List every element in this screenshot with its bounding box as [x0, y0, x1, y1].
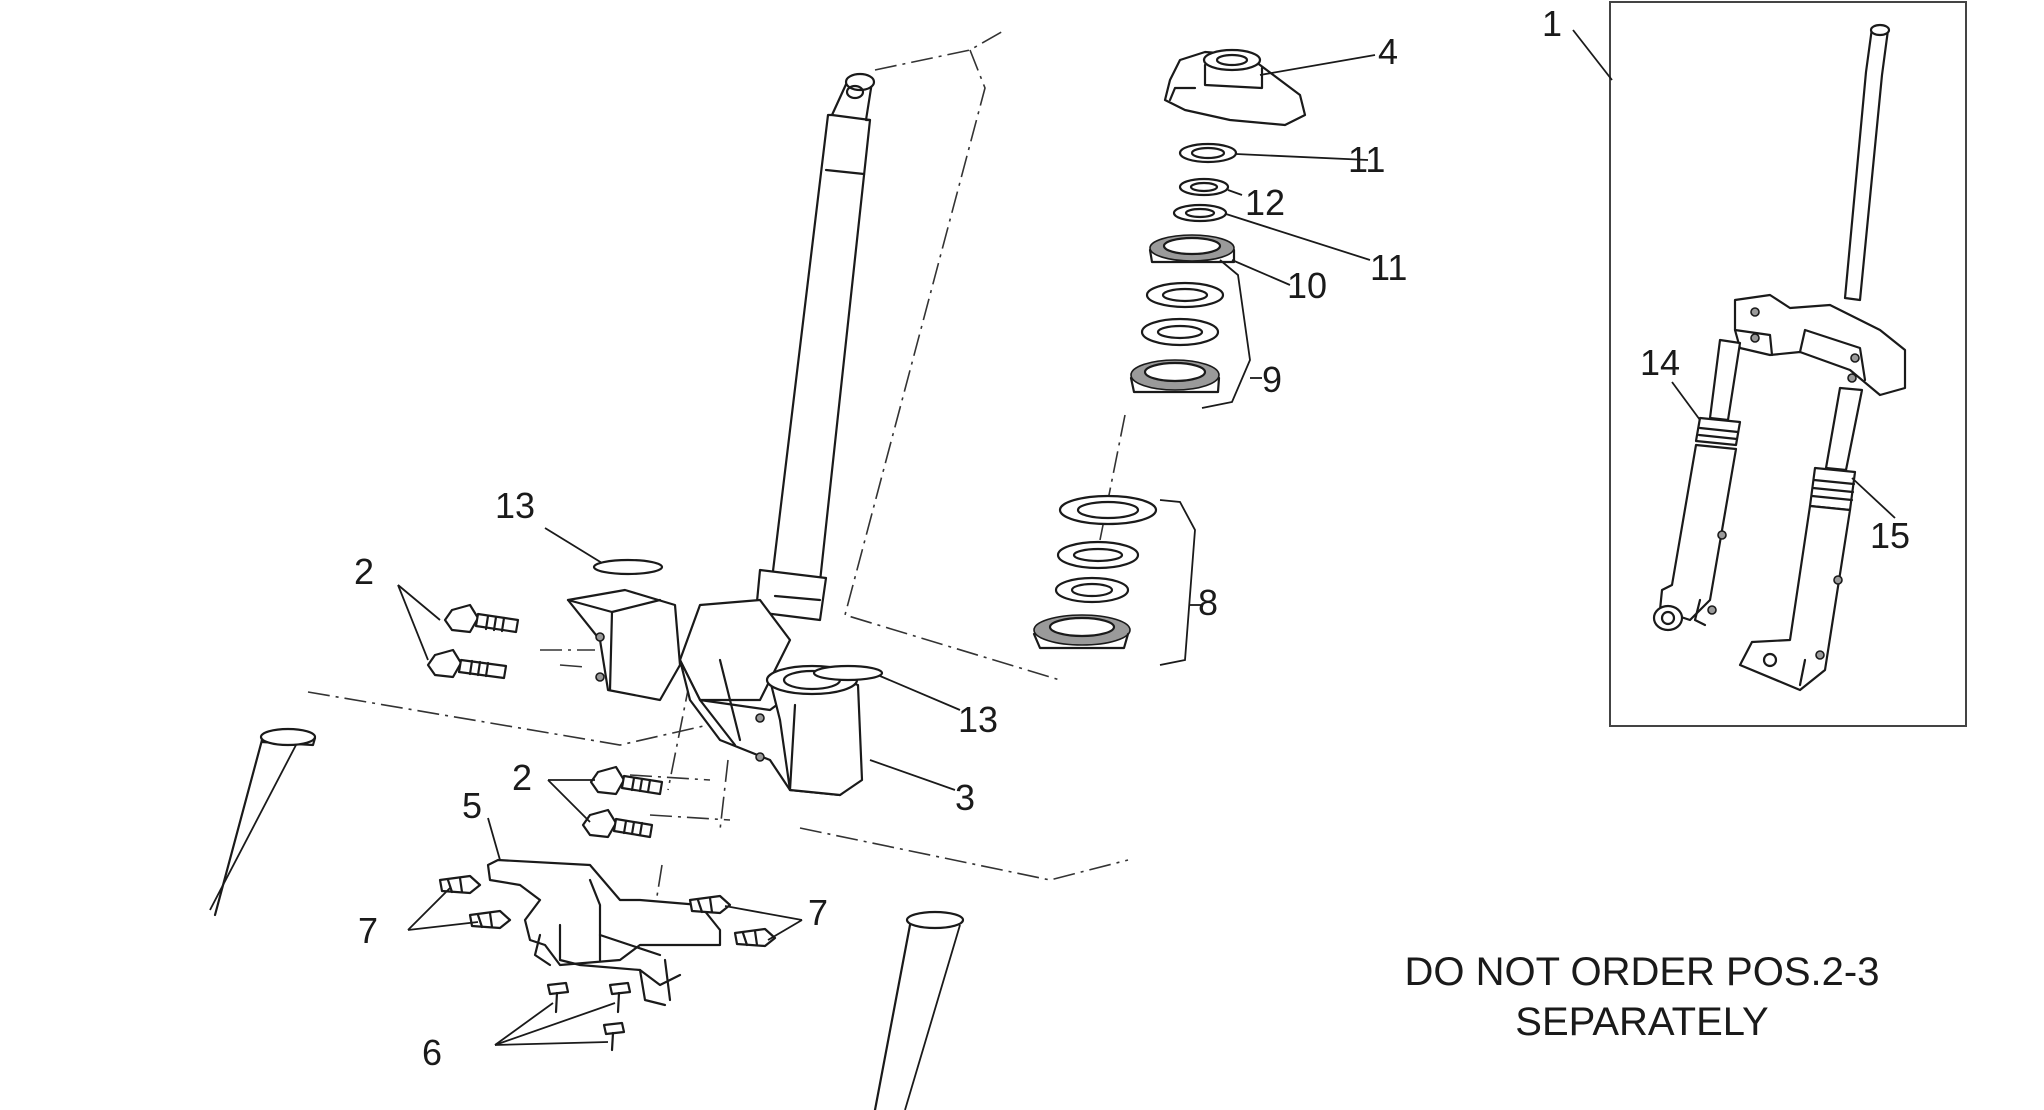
steering-stem: [754, 72, 876, 622]
order-note-line-2: SEPARATELY: [1515, 1000, 1768, 1044]
label-part-10: 10: [1287, 265, 1327, 306]
label-part-4: 4: [1378, 31, 1398, 72]
fork-assembly-frame: [1609, 1, 1967, 727]
label-part-14: 14: [1640, 342, 1680, 383]
label-part-7: 7: [358, 910, 378, 951]
label-part-7: 7: [808, 892, 828, 933]
label-part-13: 13: [495, 485, 535, 526]
washer-part-13: [592, 558, 664, 576]
order-note: DO NOT ORDER POS.2-3 SEPARATELY: [1405, 950, 1880, 1044]
bolt: [443, 603, 520, 634]
bolt: [581, 808, 654, 839]
label-part-5: 5: [462, 785, 482, 826]
assembly-lines: [209, 29, 1129, 1110]
label-part-1: 1: [1542, 3, 1562, 44]
lower-triple-clamp: [566, 588, 864, 797]
clips-part-7: [438, 874, 777, 948]
label-part-13: 13: [958, 699, 998, 740]
label-part-15: 15: [1870, 515, 1910, 556]
bolts-part-2: [426, 603, 664, 839]
part-numbers: 1 2 2 3 4 5 6 7 7 8 9 10 11 12 11 13 13 …: [354, 3, 1910, 1073]
fork-tubes: [213, 727, 965, 1110]
screws-part-6: [546, 981, 632, 1052]
label-part-12: 12: [1245, 182, 1285, 223]
steering-head-stack: [1032, 48, 1307, 650]
fork-assembly-complete: [1652, 23, 1907, 692]
bracket-part-5: [486, 858, 722, 1007]
label-part-8: 8: [1198, 582, 1218, 623]
label-part-11: 11: [1348, 139, 1385, 180]
label-part-2: 2: [512, 757, 532, 798]
label-part-3: 3: [955, 777, 975, 818]
order-note-line-1: DO NOT ORDER POS.2-3: [1405, 950, 1880, 994]
bolt: [426, 648, 508, 680]
label-part-2: 2: [354, 551, 374, 592]
bolt: [589, 765, 664, 796]
leader-lines: [397, 29, 1896, 1046]
label-part-6: 6: [422, 1032, 442, 1073]
label-part-9: 9: [1262, 359, 1282, 400]
label-part-11: 11: [1370, 247, 1407, 288]
washer-part-13: [812, 664, 884, 682]
